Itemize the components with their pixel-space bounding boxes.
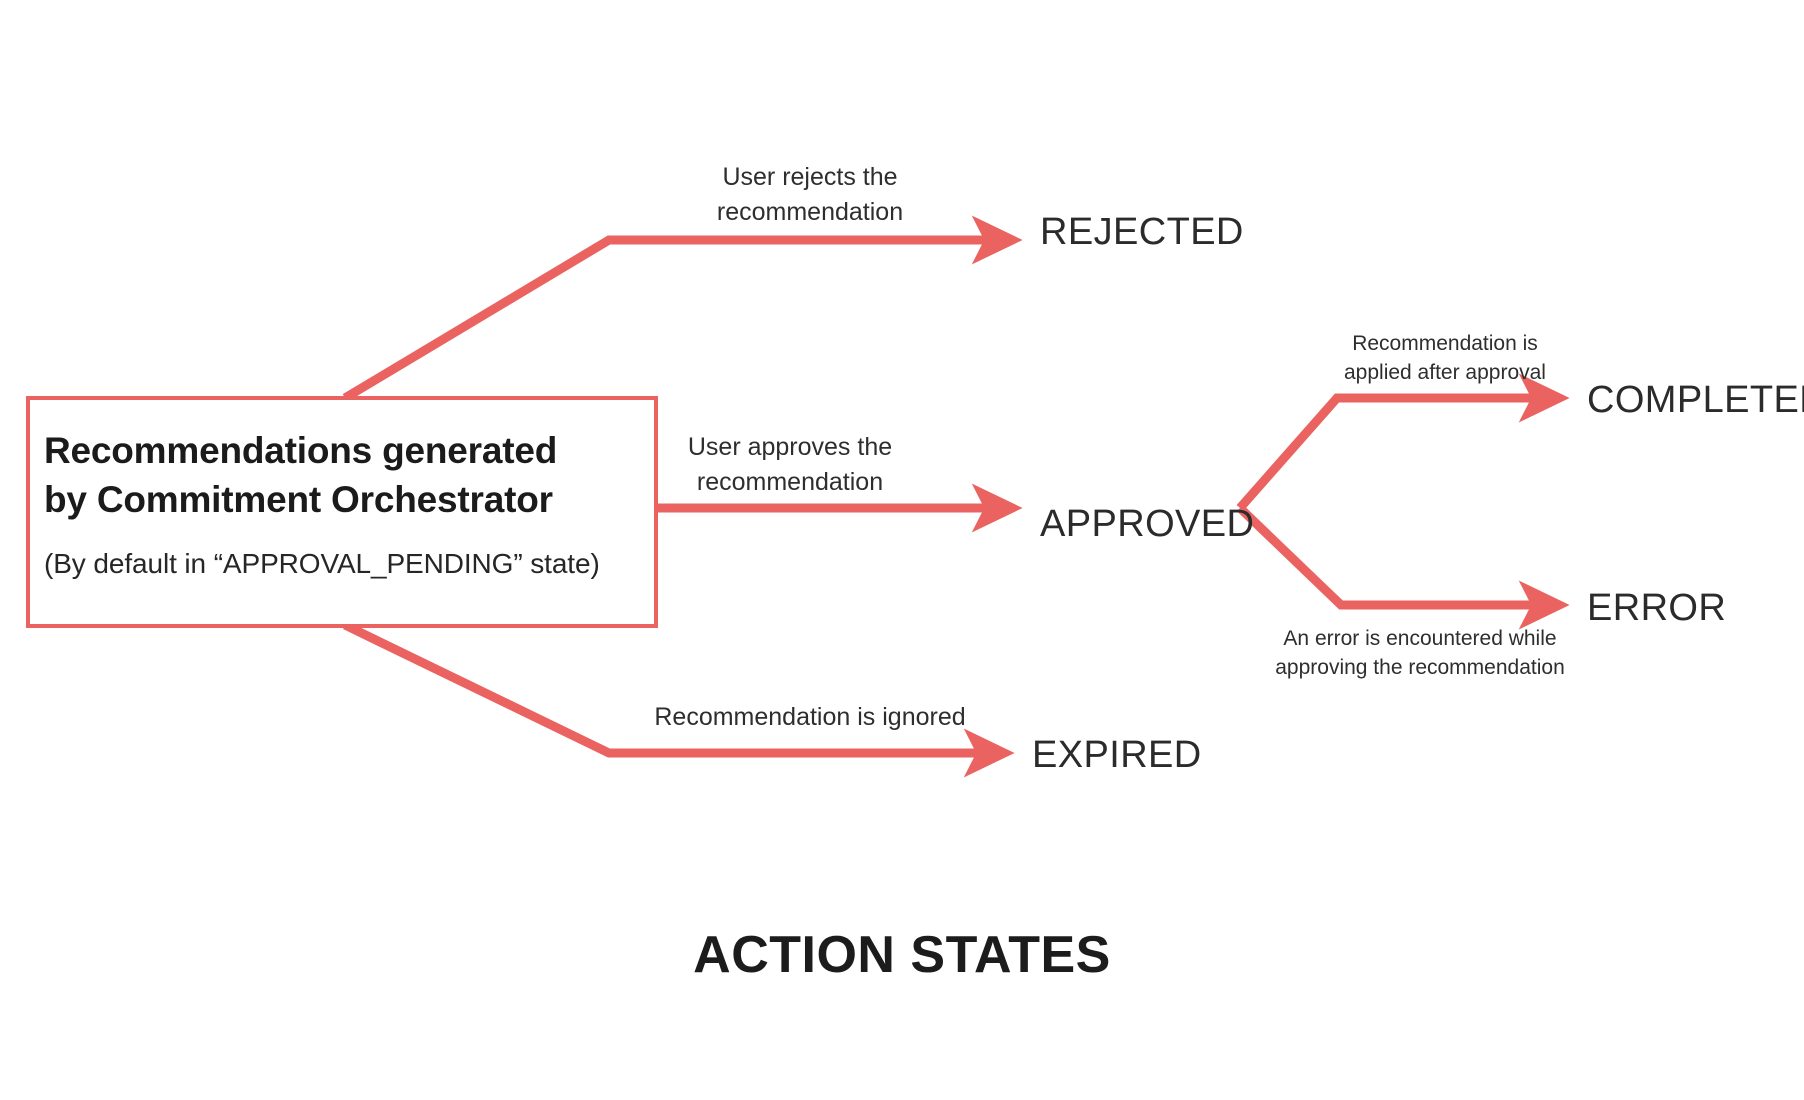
state-node-error: ERROR — [1587, 587, 1727, 629]
source-node-title-line1: Recommendations generated — [44, 430, 558, 471]
source-node-box: Recommendations generated by Commitment … — [26, 396, 658, 628]
edge-pending-to-expired — [343, 620, 1015, 778]
source-node-title: Recommendations generated by Commitment … — [44, 426, 654, 524]
state-node-rejected: REJECTED — [1040, 211, 1244, 253]
edge-label-to-rejected: User rejects the recommendation — [716, 163, 904, 226]
state-node-approved: APPROVED — [1040, 503, 1255, 545]
state-node-expired: EXPIRED — [1032, 734, 1202, 776]
edge-label-to-approved: User approves the recommendation — [687, 433, 893, 496]
edge-label-to-error: An error is encountered while approving … — [1275, 627, 1565, 679]
source-node-title-line2: by Commitment Orchestrator — [44, 479, 553, 521]
edge-label-to-completed: Recommendation is applied after approval — [1344, 332, 1546, 384]
edge-pending-to-rejected — [342, 215, 1023, 402]
state-node-completed: COMPLETED — [1587, 379, 1804, 421]
edge-approved-to-error — [1236, 504, 1570, 630]
source-node-subtitle: (By default in “APPROVAL_PENDING” state) — [44, 548, 600, 580]
edge-label-to-expired: Recommendation is ignored — [654, 703, 966, 731]
diagram-caption: ACTION STATES — [693, 926, 1111, 984]
edge-approved-to-completed — [1236, 373, 1570, 511]
